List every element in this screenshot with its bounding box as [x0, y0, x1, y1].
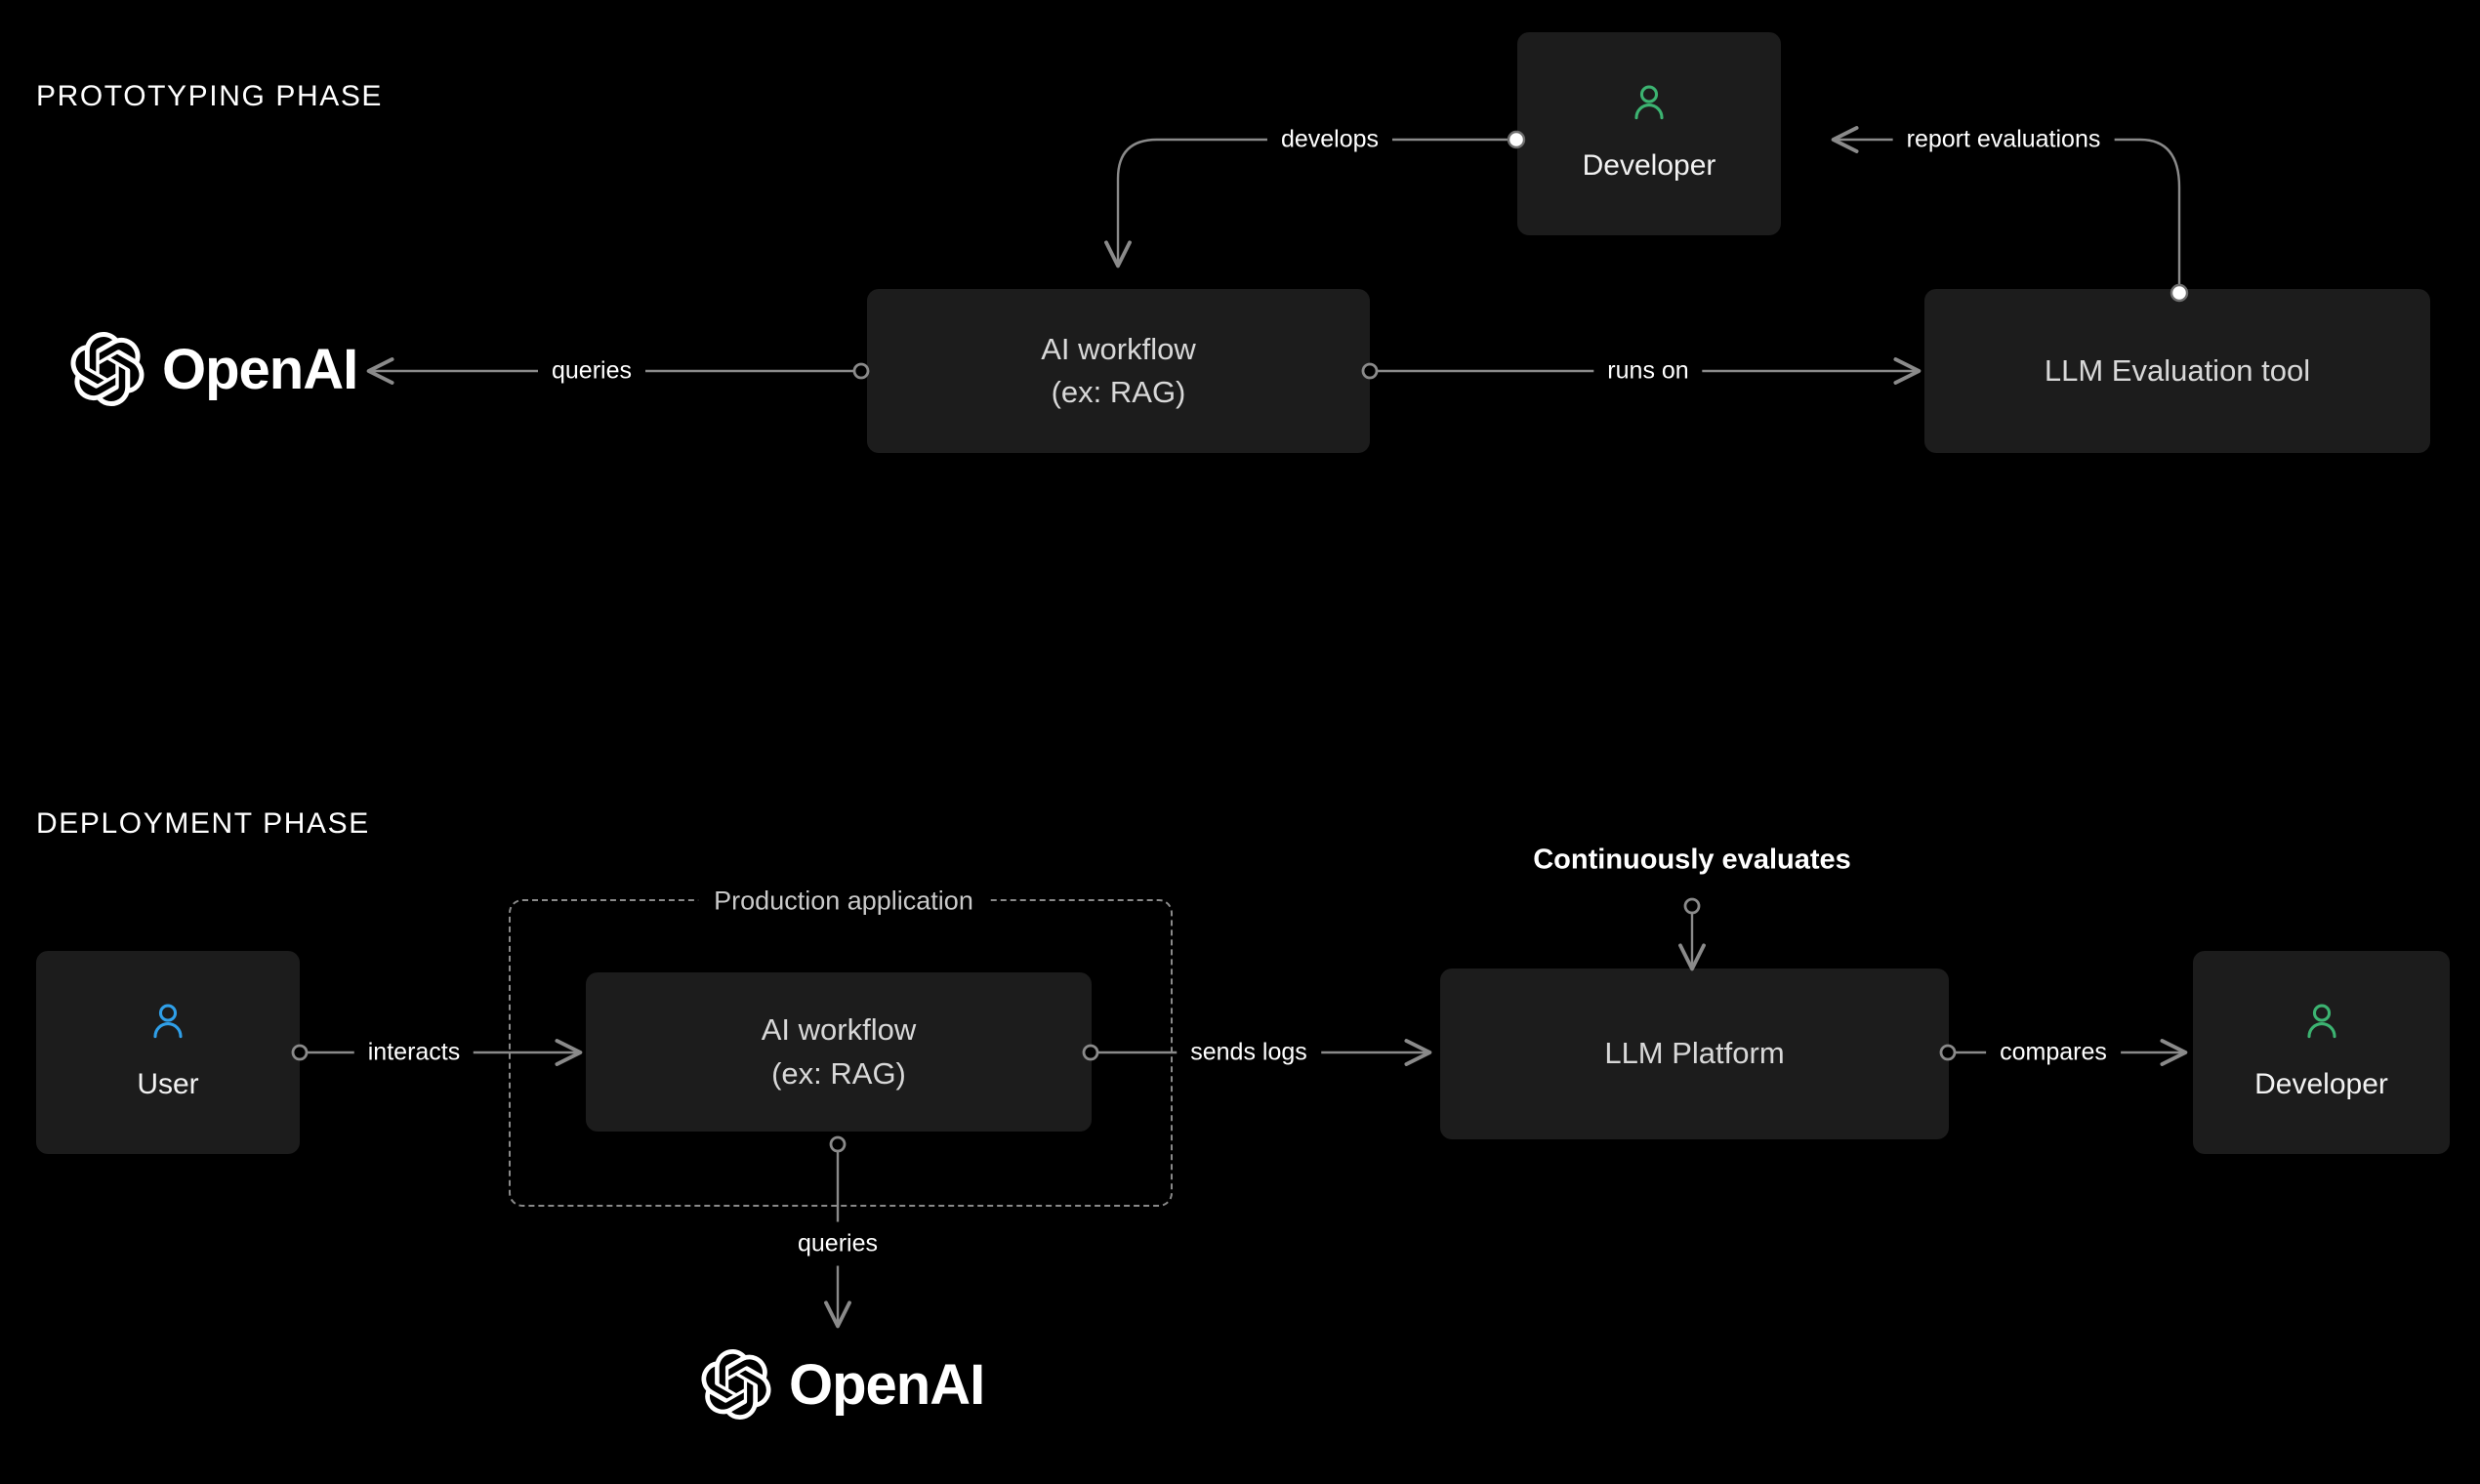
node-ai-workflow-prototyping[interactable]: AI workflow (ex: RAG): [867, 289, 1370, 453]
node-user[interactable]: User: [36, 951, 300, 1154]
node-developer-deployment[interactable]: Developer: [2193, 951, 2450, 1154]
edge-label-compares: compares: [1986, 1030, 2121, 1075]
node-ai-workflow-deployment[interactable]: AI workflow (ex: RAG): [586, 972, 1092, 1132]
node-llm-evaluation-tool-label: LLM Evaluation tool: [2044, 352, 2311, 388]
openai-wordmark-top: OpenAI: [162, 337, 358, 401]
edge-report-evaluations: [1831, 126, 2189, 303]
edge-label-report-evaluations: report evaluations: [1892, 117, 2115, 162]
edge-label-queries-bottom: queries: [784, 1221, 891, 1266]
person-icon: [2306, 1004, 2336, 1038]
openai-logo-icon: [701, 1349, 771, 1420]
node-ai-workflow-deployment-line1: AI workflow: [761, 1012, 917, 1048]
node-developer-deployment-label: Developer: [2254, 1067, 2388, 1100]
production-application-label: Production application: [698, 886, 989, 917]
node-user-label: User: [137, 1067, 199, 1100]
openai-logo-bottom: OpenAI: [701, 1349, 985, 1420]
node-llm-platform-label: LLM Platform: [1604, 1036, 1785, 1071]
node-ai-workflow-prototyping-line1: AI workflow: [1041, 331, 1196, 366]
node-llm-evaluation-tool[interactable]: LLM Evaluation tool: [1924, 289, 2430, 453]
person-icon: [153, 1004, 183, 1038]
edge-label-continuously-evaluates: Continuously evaluates: [1523, 840, 1861, 881]
edge-continuously-evaluates: [1678, 897, 1706, 971]
openai-wordmark-bottom: OpenAI: [789, 1352, 985, 1417]
node-ai-workflow-prototyping-line2: (ex: RAG): [1051, 375, 1186, 409]
deployment-phase-title: DEPLOYMENT PHASE: [36, 807, 370, 840]
node-ai-workflow-deployment-line2: (ex: RAG): [771, 1055, 906, 1091]
node-developer-prototyping-label: Developer: [1582, 148, 1716, 182]
openai-logo-top: OpenAI: [70, 332, 358, 406]
edge-label-queries-top: queries: [538, 349, 645, 393]
edge-label-develops: develops: [1266, 117, 1393, 162]
edge-label-runs-on: runs on: [1593, 349, 1703, 393]
node-llm-platform[interactable]: LLM Platform: [1440, 969, 1949, 1139]
openai-logo-icon: [70, 332, 145, 406]
node-developer-prototyping[interactable]: Developer: [1517, 32, 1781, 235]
prototyping-phase-title: PROTOTYPING PHASE: [36, 80, 384, 112]
edge-label-interacts: interacts: [353, 1030, 475, 1075]
edge-label-sends-logs: sends logs: [1177, 1030, 1321, 1075]
person-icon: [1634, 85, 1664, 119]
